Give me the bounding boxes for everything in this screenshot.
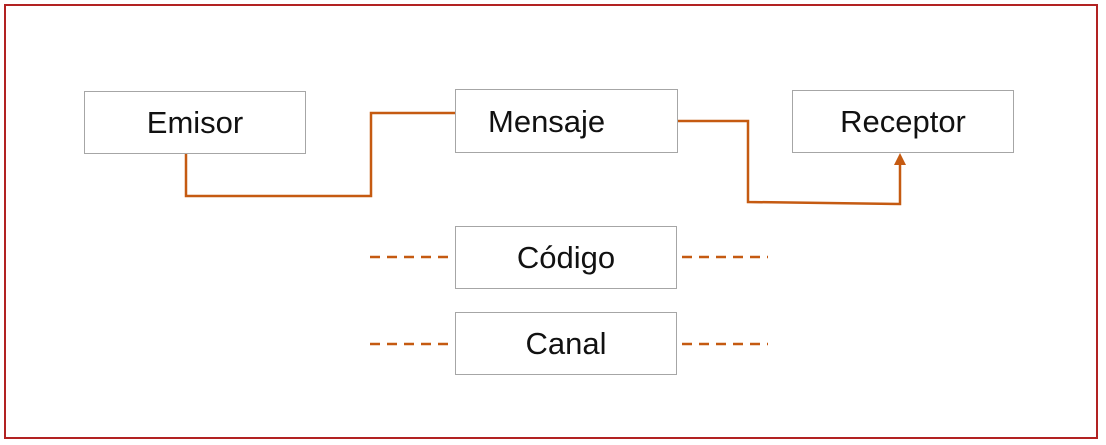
node-codigo-label: Código: [516, 239, 616, 275]
connector-emisor-to-mensaje: [184, 111, 455, 198]
node-emisor-label: Emisor: [146, 104, 244, 140]
arrowhead-receptor-icon: [894, 153, 906, 165]
node-emisor: Emisor: [84, 91, 306, 154]
node-codigo: Código: [455, 226, 677, 289]
node-mensaje-label: Mensaje: [488, 104, 606, 139]
connector-mensaje-to-receptor: [678, 119, 902, 206]
node-canal-label: Canal: [525, 325, 607, 361]
node-mensaje: Mensaje: [455, 89, 678, 153]
node-receptor: Receptor: [792, 90, 1014, 153]
node-receptor-label: Receptor: [840, 103, 966, 139]
diagram-frame: [4, 4, 1098, 439]
node-canal: Canal: [455, 312, 677, 375]
